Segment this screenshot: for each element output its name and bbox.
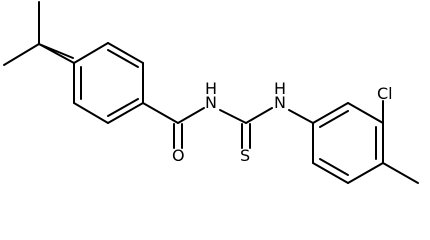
bond-ring-to-carbonyl xyxy=(142,102,179,124)
molecule-drawing: O H N S H N Cl xyxy=(3,1,419,184)
atom-label-amide-h: H xyxy=(205,79,217,98)
ring2-inner-bond-c xyxy=(319,158,349,176)
bond-tbu-methyl-left xyxy=(3,43,40,66)
bond-tbu-to-ring xyxy=(38,43,75,64)
methyl-substituent xyxy=(382,162,419,184)
ring2-bond-5 xyxy=(312,162,349,184)
ring1-inner-bond-c xyxy=(107,98,139,117)
ring1-bond-4 xyxy=(107,102,144,124)
bond-carbonyl-to-nh xyxy=(177,107,205,124)
atom-label-thioamide-n: N xyxy=(274,93,286,112)
ring2-inner-bond-a xyxy=(319,110,349,128)
atom-label-chlorine: Cl xyxy=(377,84,393,103)
atom-label-sulfur: S xyxy=(240,146,250,165)
tert-butyl-group xyxy=(3,1,75,66)
ring2-bond-4 xyxy=(347,162,384,184)
bond-ring-to-methyl xyxy=(382,162,419,184)
ring1-bond-1 xyxy=(73,42,109,64)
ring1-inner-bond-a xyxy=(107,49,139,68)
bond-thiocarbonyl-to-nh xyxy=(245,107,273,124)
ring2-bond-1 xyxy=(312,102,349,124)
ring2-bond-2 xyxy=(347,102,384,124)
benzoyl-ring xyxy=(73,42,144,124)
atom-label-oxygen: O xyxy=(172,146,185,165)
thioamide-nh: H N xyxy=(274,79,314,124)
atom-label-amide-n: N xyxy=(205,93,217,112)
amide-nh: H N xyxy=(205,79,247,124)
atom-label-thioamide-h: H xyxy=(274,79,286,98)
thiourea-group: S xyxy=(240,107,273,165)
structure-diagram: O H N S H N Cl xyxy=(3,1,419,184)
bond-nh-to-aryl xyxy=(288,109,314,124)
carbonyl-group: O xyxy=(142,102,205,165)
bond-nh-to-thiocarbonyl xyxy=(219,109,247,124)
ring1-bond-2 xyxy=(107,42,144,64)
ring1-bond-5 xyxy=(73,102,109,124)
chloro-substituent: Cl xyxy=(377,84,393,124)
chloromethylphenyl-ring xyxy=(312,102,384,184)
